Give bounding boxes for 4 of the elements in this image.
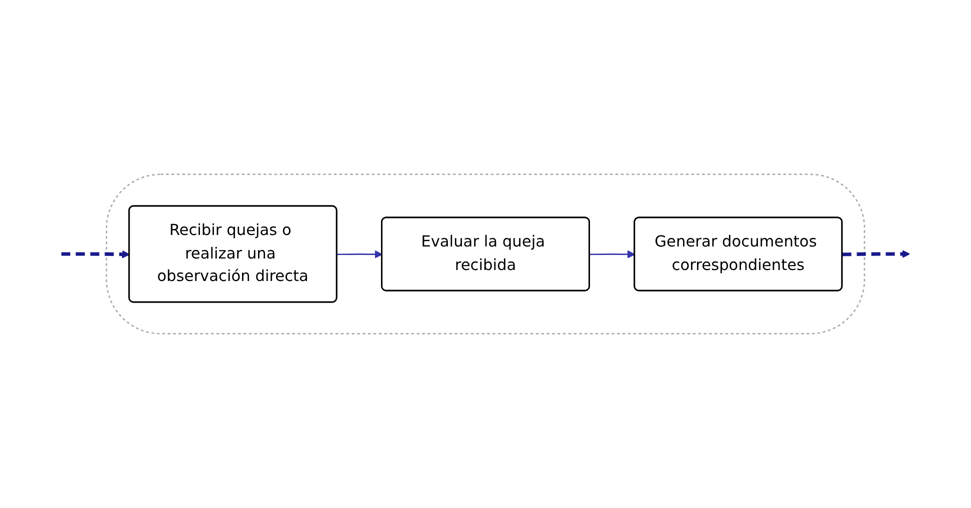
arrow bbox=[337, 250, 383, 258]
arrow bbox=[590, 250, 636, 258]
arrow bbox=[61, 250, 130, 258]
arrow bbox=[842, 250, 910, 258]
